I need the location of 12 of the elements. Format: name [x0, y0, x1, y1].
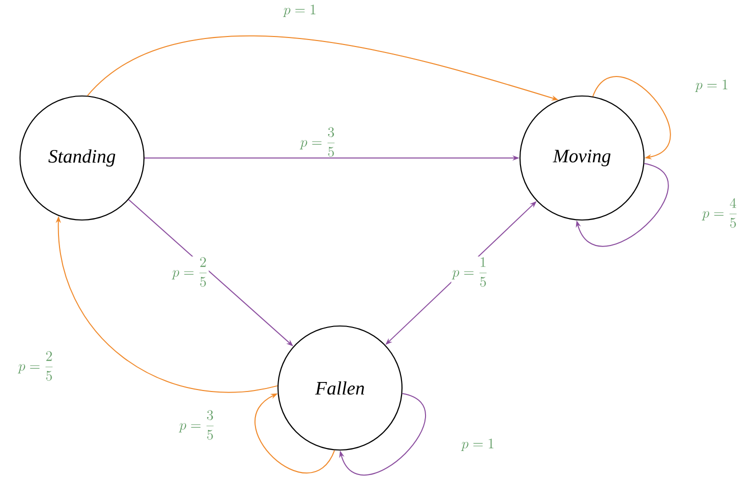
edge-label: $p = \frac{4}{5}$ [701, 198, 739, 228]
arrow [576, 162, 669, 247]
edge-label: $p = \frac{3}{5}$ [299, 126, 337, 158]
arrow [339, 392, 426, 476]
edge-label: $p = \frac{1}{5}$ [451, 256, 489, 288]
edge-label: $p = \frac{2}{5}$ [171, 256, 209, 288]
arrow [592, 76, 671, 160]
edge-label: $p = \frac{2}{5}$ [17, 350, 55, 382]
edge-label: $p = 1$ [694, 78, 730, 94]
edge-label: $p = 1$ [460, 438, 496, 452]
edge-label: $p = \frac{3}{5}$ [178, 410, 216, 440]
edge-label: $p = 1$ [282, 4, 318, 18]
